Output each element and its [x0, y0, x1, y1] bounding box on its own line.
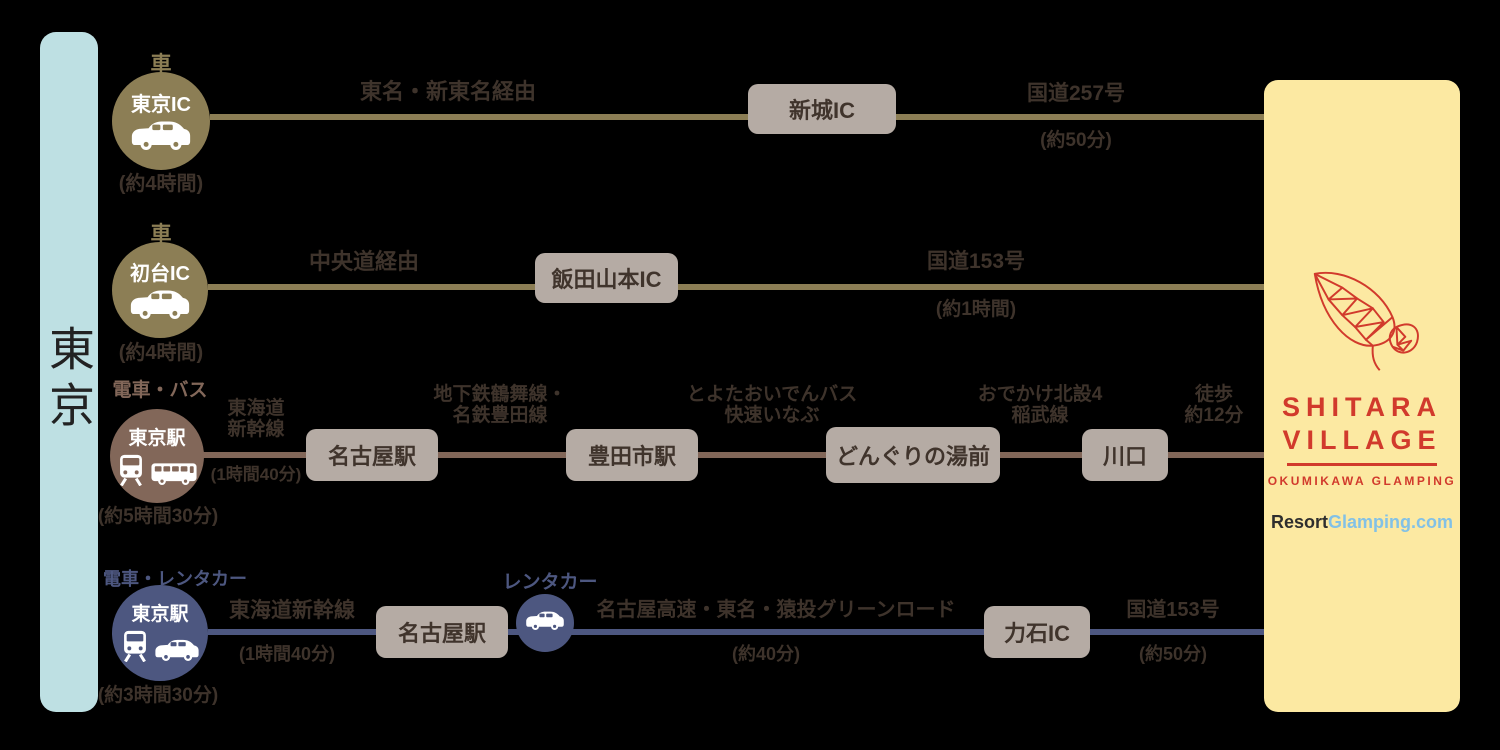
route1-start-circle: 東京IC: [112, 72, 210, 170]
route4-start-circle: 東京駅: [112, 585, 208, 681]
route2-line: [208, 284, 1264, 290]
route4-seg1-time: (1時間40分): [238, 644, 336, 664]
route3-mode-label: 電車・バス: [112, 380, 208, 401]
car-icon: [525, 610, 565, 636]
brand-glamping: Glamping.com: [1328, 511, 1454, 532]
car-icon: [130, 117, 192, 156]
route4-seg3-time: (約50分): [1138, 644, 1207, 664]
route1-node-shinshiro-ic: 新城IC: [748, 84, 896, 134]
route3-node-kawaguchi: 川口: [1082, 429, 1168, 481]
route1-start-label: 東京IC: [131, 94, 191, 116]
route4-rental-label: レンタカー: [502, 572, 598, 593]
route1-line: [210, 114, 1264, 120]
car-icon: [154, 638, 200, 667]
route3-node-dongurinoyu-mae: どんぐりの湯前: [826, 427, 1000, 483]
route1-mode-label: 車: [150, 53, 172, 76]
route1-via1-label: 東名・新東名経由: [359, 79, 536, 104]
route4-mode-label: 電車・レンタカー: [103, 569, 247, 589]
destination-title: SHITARA VILLAGE: [1282, 392, 1442, 455]
route3-seg1-label: 東海道新幹線: [227, 398, 285, 441]
bus-icon: [150, 461, 198, 491]
destination-rule: [1287, 462, 1437, 466]
origin-label: 東京: [43, 325, 95, 437]
route3-node-toyotashi-sta: 豊田市駅: [566, 429, 698, 481]
route3-seg5-label: 徒歩約12分: [1184, 384, 1244, 427]
route2-node-iidayamamoto-ic: 飯田山本IC: [535, 253, 678, 303]
route4-seg2-time: (約40分): [731, 644, 800, 664]
route1-via2-label: 国道257号: [1026, 82, 1126, 105]
brand-resort: Resort: [1270, 511, 1328, 532]
destination-subtitle: OKUMIKAWA GLAMPING: [1267, 473, 1457, 488]
route3-line: [202, 452, 1264, 458]
route3-seg2-label: 地下鉄鶴舞線・名鉄豊田線: [433, 384, 567, 427]
route4-node-nagoya-sta: 名古屋駅: [376, 606, 508, 658]
route3-total-time: (約5時間30分): [97, 506, 219, 527]
route4-start-label: 東京駅: [131, 604, 189, 625]
route4-seg3-label: 国道153号: [1126, 599, 1220, 621]
route4-line: [208, 629, 1264, 635]
origin-bar: 東京: [40, 32, 98, 712]
route3-start-label: 東京駅: [128, 428, 186, 449]
route4-seg1-label: 東海道新幹線: [229, 599, 355, 622]
destination-brand: ResortGlamping.com: [1271, 512, 1453, 533]
route2-mode-label: 車: [150, 223, 172, 246]
leaf-logo-icon: [1301, 266, 1423, 381]
route2-start-label: 初台IC: [130, 263, 190, 285]
route2-total-time: (約4時間): [118, 342, 204, 364]
train-icon: [117, 454, 145, 491]
route3-node-nagoya-sta: 名古屋駅: [306, 429, 438, 481]
train-icon: [121, 630, 149, 667]
route4-total-time: (約3時間30分): [97, 685, 219, 706]
route2-via1-label: 中央道経由: [308, 249, 419, 274]
route3-start-circle: 東京駅: [110, 409, 204, 503]
route1-total-time: (約4時間): [118, 173, 204, 195]
route2-start-circle: 初台IC: [112, 242, 208, 338]
route2-via2-time: (約1時間): [935, 299, 1017, 320]
route4-node-chikaraishi-ic: 力石IC: [984, 606, 1090, 658]
route1-via2-time: (約50分): [1040, 130, 1112, 151]
car-icon: [129, 286, 191, 325]
route3-seg1-time: (1時間40分): [210, 465, 302, 484]
route4-rental-circle: [516, 594, 574, 652]
destination-bar: SHITARA VILLAGE OKUMIKAWA GLAMPING Resor…: [1264, 80, 1460, 712]
route4-seg2-label: 名古屋高速・東名・猿投グリーンロード: [596, 599, 956, 621]
route3-seg3-label: とよたおいでんバス快速いなぶ: [686, 384, 858, 427]
route2-via2-label: 国道153号: [926, 250, 1026, 273]
